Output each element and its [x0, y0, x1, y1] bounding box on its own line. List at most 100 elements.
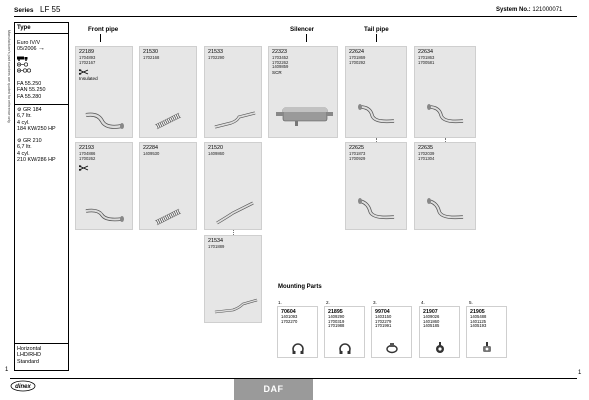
- hanger-icon: [436, 342, 444, 353]
- engine-code: ⚙ GR 210: [17, 138, 42, 144]
- model-1: FAN 55.250: [17, 87, 46, 94]
- column-tail-pipe: Tail pipe: [364, 26, 389, 33]
- system-number: System No.: 121000071: [496, 7, 562, 13]
- mounting-parts-title: Mounting Parts: [278, 284, 322, 290]
- part-card[interactable]: 22284 1409530: [139, 142, 197, 230]
- header-rule: [14, 16, 577, 17]
- mounting-part-number: 99704: [375, 309, 390, 315]
- column-front-pipe: Front pipe: [88, 26, 119, 33]
- mounting-part-number: 70604: [281, 309, 296, 315]
- silencer-drawing: [276, 107, 333, 126]
- install-orientation: Horizontal: [17, 346, 42, 352]
- flex-pipe-drawing: [154, 208, 182, 226]
- engine-spec: 210 KW/286 HP: [17, 156, 56, 163]
- engine-icon: ⚙: [17, 107, 22, 113]
- part-card[interactable]: 21533 1702290: [204, 46, 262, 138]
- footer-rule: [10, 378, 577, 379]
- part-refs: 1409530: [143, 151, 160, 156]
- connector: [233, 230, 234, 235]
- front-pipe-drawing: [214, 111, 256, 129]
- footer-rule-side: [14, 343, 69, 344]
- part-card[interactable]: 21534 1701889: [204, 235, 262, 323]
- engine-spec: 184 KW/250 HP: [17, 125, 56, 132]
- side-note-text: Manufacturer's part numbers are quoted f…: [7, 30, 11, 123]
- part-refs: 1702290: [208, 55, 225, 60]
- clamp-icon: [292, 343, 304, 354]
- mounting-part-number: 21907: [423, 309, 438, 315]
- side-note: Manufacturer's part numbers are quoted f…: [5, 30, 11, 150]
- axle-config-icon: [17, 62, 29, 67]
- engine-spec: 4 cyl.: [17, 119, 30, 126]
- mounting-index: 3.: [373, 300, 377, 305]
- front-pipe-drawing: [85, 208, 124, 222]
- column-silencer: Silencer: [290, 26, 315, 33]
- install-info: Horizontal LHD/RHD Standard: [17, 346, 41, 365]
- connector: [445, 138, 446, 142]
- connector: [376, 138, 377, 142]
- part-card[interactable]: 21530 1702168: [139, 46, 197, 138]
- part-number: 22193: [79, 145, 94, 151]
- axle-config-icon-2: [17, 68, 32, 73]
- mounting-index: 5.: [469, 300, 473, 305]
- page-number-right: 1: [578, 370, 582, 376]
- part-extra: SCR: [272, 70, 282, 75]
- cut-to-length-icon: [79, 69, 89, 75]
- model-0: FA 55.250: [17, 81, 42, 87]
- engine-spec: 6,7 ltr.: [17, 144, 32, 151]
- mounting-index: 4.: [421, 300, 425, 305]
- column-tick: [100, 34, 101, 42]
- euro-block: Euro IV/V 05/2006 →: [17, 40, 45, 53]
- type-label: Type: [17, 25, 31, 31]
- part-number: 21530: [143, 49, 158, 55]
- part-number: 22284: [143, 145, 158, 151]
- engine-0: ⚙ GR 184 6,7 ltr. 4 cyl. 184 KW/250 HP: [17, 107, 56, 132]
- band-clamp-icon: [386, 343, 398, 354]
- engine-1: ⚙ GR 210 6,7 ltr. 4 cyl. 210 KW/286 HP: [17, 138, 56, 163]
- mounting-part-number: 21905: [470, 309, 485, 315]
- part-card[interactable]: 21520 1409860: [204, 142, 262, 230]
- part-number: 21533: [208, 49, 223, 55]
- mounting-index: 1.: [278, 300, 282, 305]
- series-label: Series: [14, 7, 34, 14]
- column-tick: [376, 34, 377, 42]
- cut-to-length-icon: [79, 165, 89, 171]
- dinex-logo: dinex: [10, 380, 36, 392]
- page-number-left: 1: [5, 367, 9, 373]
- install-variant: Standard: [17, 358, 39, 365]
- part-number: 21520: [208, 145, 223, 151]
- part-refs: 1702168: [143, 55, 160, 60]
- engine-spec: 4 cyl.: [17, 150, 30, 157]
- system-number-label: System No.:: [496, 7, 531, 13]
- front-pipe-drawing: [216, 201, 254, 225]
- install-drive: LHD/RHD: [17, 352, 41, 359]
- models-list: FA 55.250 FAN 55.250 FA 55.280: [17, 81, 45, 100]
- model-2: FA 55.280: [17, 93, 42, 100]
- euro-date: 05/2006 →: [17, 45, 45, 53]
- engine-icon: ⚙: [17, 138, 22, 144]
- part-refs: 1409860: [208, 151, 225, 156]
- tail-pipe-drawing: [427, 198, 464, 220]
- flex-pipe-drawing: [154, 112, 182, 130]
- mounting-index: 2.: [326, 300, 330, 305]
